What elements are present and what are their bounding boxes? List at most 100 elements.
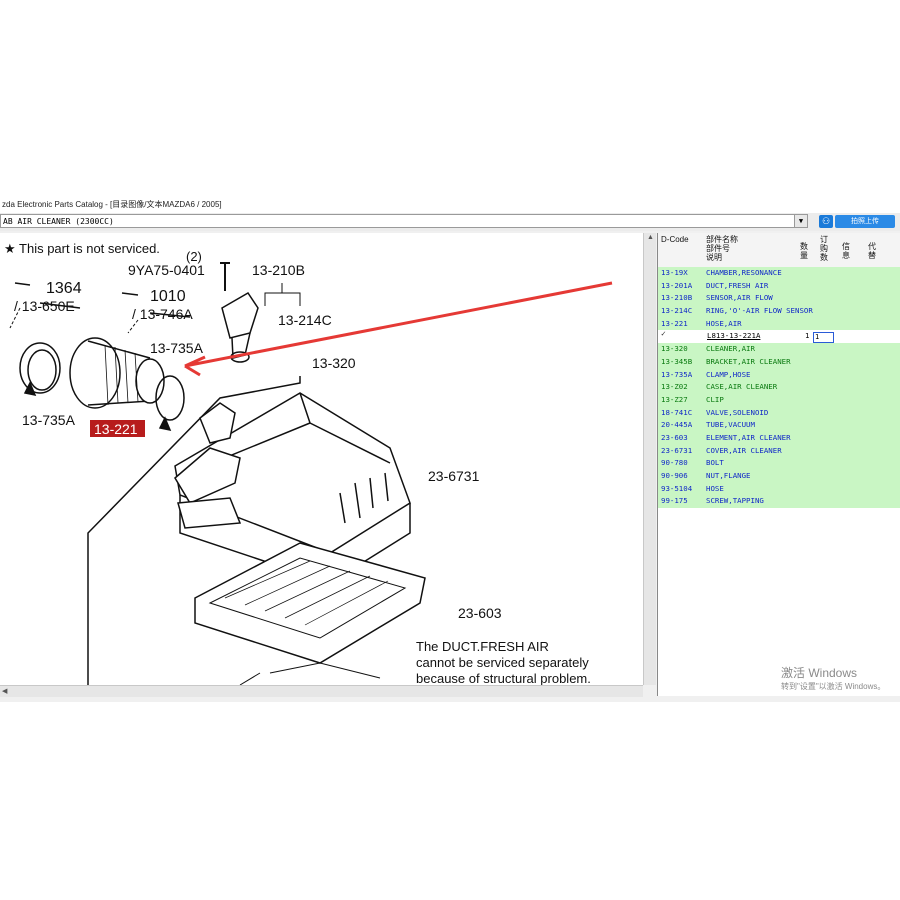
label-13-735a-right: 13-735A xyxy=(150,340,204,356)
label-23-603: 23-603 xyxy=(458,605,502,621)
row-name: HOSE xyxy=(706,483,724,493)
row-code: 18-741C xyxy=(661,407,693,417)
parts-list-rows: 13-19X CHAMBER,RESONANCE 13-201A DUCT,FRES… xyxy=(658,267,900,509)
chevron-down-icon[interactable]: ▼ xyxy=(794,215,807,227)
table-row[interactable]: 13-735A CLAMP,HOSE xyxy=(658,368,900,382)
row-code: 23-603 xyxy=(661,432,688,442)
col-info-1[interactable]: 信 xyxy=(842,242,850,251)
row-name: CLEANER,AIR xyxy=(706,344,755,354)
col-order-2: 购 xyxy=(820,244,828,253)
label-13-221[interactable]: 13-221 xyxy=(94,421,138,437)
ref-13-650e: / 13-650E xyxy=(14,298,75,314)
table-row[interactable]: 13-Z27 CLIP xyxy=(658,393,900,407)
section-dropdown-value: AB AIR CLEANER (2300CC) xyxy=(3,217,114,226)
row-code: 13-Z27 xyxy=(661,394,688,404)
red-pointer-arrow xyxy=(184,281,613,377)
table-row[interactable]: 23-603 ELEMENT,AIR CLEANER xyxy=(658,431,900,445)
row-name: SENSOR,AIR FLOW xyxy=(706,293,773,303)
row-name: CLAMP,HOSE xyxy=(706,369,751,379)
duct-note-line1: The DUCT.FRESH AIR xyxy=(416,639,549,654)
parts-diagram[interactable]: ★ This part is not serviced. 1364 / 13-6… xyxy=(0,233,644,685)
callout-line xyxy=(87,376,301,685)
col-qty-1[interactable]: 数 xyxy=(800,242,808,251)
row-name: CLIP xyxy=(706,394,724,404)
table-row[interactable]: 13-19X CHAMBER,RESONANCE xyxy=(658,267,900,280)
clamp-right-shape xyxy=(155,375,185,421)
section-dropdown[interactable]: AB AIR CLEANER (2300CC) ▼ xyxy=(0,214,808,228)
table-row[interactable]: 23-6731 COVER,AIR CLEANER xyxy=(658,444,900,458)
row-checkbox[interactable]: ✓ xyxy=(661,329,666,339)
upload-photo-button[interactable]: 拍照上传 xyxy=(835,215,895,228)
row-code: 23-6731 xyxy=(661,445,693,455)
label-23-6731: 23-6731 xyxy=(428,468,480,484)
part-number: L813-13-221A xyxy=(707,331,761,341)
col-alt-2: 替 xyxy=(868,251,876,260)
chevron-up-icon[interactable]: ▲ xyxy=(647,234,654,241)
label-13-735a-left: 13-735A xyxy=(22,412,76,428)
parts-list-header: D-Code 部件名称 部件号 说明 数 量 订 购 数 信 息 代 替 xyxy=(658,233,900,268)
row-code: 13-735A xyxy=(661,369,693,379)
qty-2-label: (2) xyxy=(186,249,202,264)
ref-1364: 1364 xyxy=(46,280,82,297)
col-alt-1[interactable]: 代 xyxy=(868,242,876,251)
label-13-320: 13-320 xyxy=(312,355,356,371)
row-code: 13-214C xyxy=(661,306,693,316)
row-code: 13-201A xyxy=(661,280,693,290)
duct-note-line3: because of structural problem. xyxy=(416,671,591,685)
camera-icon[interactable]: ⚇ xyxy=(819,215,833,228)
window-title: zda Electronic Parts Catalog - [目录图像/文本M… xyxy=(0,196,900,214)
order-quantity-input[interactable]: 1 xyxy=(813,332,834,344)
selected-part-row[interactable]: ✓ L813-13-221A 1 1 xyxy=(658,329,900,344)
diagram-horizontal-scrollbar[interactable]: ◀ xyxy=(0,685,643,697)
table-row[interactable]: 13-214C RING,'O'-AIR FLOW SENSOR xyxy=(658,305,900,318)
row-name: BRACKET,AIR CLEANER xyxy=(706,356,791,366)
row-name: CHAMBER,RESONANCE xyxy=(706,268,782,277)
parts-catalog-window: zda Electronic Parts Catalog - [目录图像/文本M… xyxy=(0,196,900,702)
activation-watermark: 激活 Windows xyxy=(781,666,858,680)
col-name-1[interactable]: 部件名称 xyxy=(706,235,738,244)
row-code: 13-19X xyxy=(661,268,688,277)
table-row[interactable]: 13-320 CLEANER,AIR xyxy=(658,343,900,356)
chevron-left-icon[interactable]: ◀ xyxy=(2,688,8,695)
filter-element-shape xyxy=(194,542,426,664)
table-row[interactable]: 13-201A DUCT,FRESH AIR xyxy=(658,279,900,293)
row-code: 90-906 xyxy=(661,471,688,480)
row-name: SCREW,TAPPING xyxy=(706,496,764,506)
parts-list-panel: D-Code 部件名称 部件号 说明 数 量 订 购 数 信 息 代 替 13-… xyxy=(657,233,900,696)
col-name-2: 部件号 xyxy=(706,244,730,253)
table-row[interactable]: 90-906 NUT,FLANGE xyxy=(658,470,900,483)
ref-1010: 1010 xyxy=(150,288,186,305)
row-code: 13-320 xyxy=(661,344,688,354)
col-order-1[interactable]: 订 xyxy=(820,235,828,244)
diagram-vertical-scrollbar[interactable]: ▲ xyxy=(643,233,656,685)
col-dcode[interactable]: D-Code xyxy=(661,235,689,244)
row-code: 99-175 xyxy=(661,496,688,506)
row-name: RING,'O'-AIR FLOW SENSOR xyxy=(706,306,813,316)
duct-note-line2: cannot be serviced separately xyxy=(416,655,589,670)
row-name: ELEMENT,AIR CLEANER xyxy=(706,432,791,442)
row-code: 90-780 xyxy=(661,458,688,468)
row-name: CASE,AIR CLEANER xyxy=(706,382,778,392)
table-row[interactable]: 93-5104 HOSE xyxy=(658,482,900,496)
table-row[interactable]: 13-221 HOSE,AIR xyxy=(658,317,900,331)
table-row[interactable]: 99-175 SCREW,TAPPING xyxy=(658,495,900,509)
col-name-3: 说明 xyxy=(706,253,722,262)
label-13-214c: 13-214C xyxy=(278,312,332,328)
row-code: 93-5104 xyxy=(661,483,693,493)
toolbar: AB AIR CLEANER (2300CC) ▼ ⚇ 拍照上传 xyxy=(0,213,900,231)
row-name: DUCT,FRESH AIR xyxy=(706,280,769,290)
hose-end-shape xyxy=(69,337,121,409)
row-name: HOSE,AIR xyxy=(706,318,742,328)
row-name: NUT,FLANGE xyxy=(706,471,751,480)
row-code: 13-221 xyxy=(661,318,688,328)
row-name: COVER,AIR CLEANER xyxy=(706,445,782,455)
col-info-2: 息 xyxy=(842,251,850,260)
not-serviced-note: ★ This part is not serviced. xyxy=(4,241,160,256)
col-order-3: 数 xyxy=(820,253,828,262)
